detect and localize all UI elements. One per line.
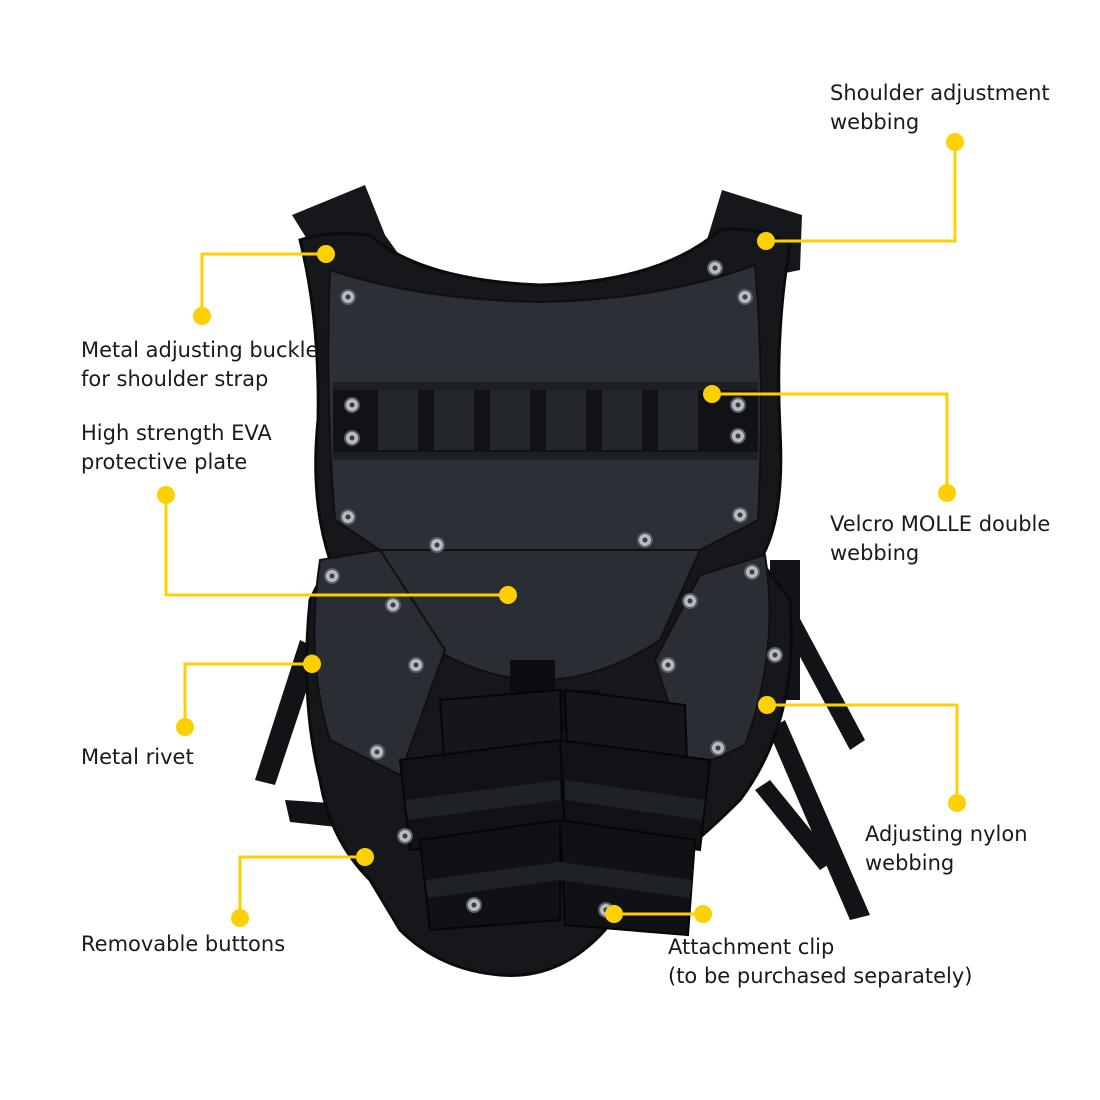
callout-adjusting-nylon-webbing: Adjusting nylon webbing xyxy=(865,820,1028,878)
callout-line: Attachment clip xyxy=(668,935,835,959)
leader-dot xyxy=(157,486,175,504)
rivet-center xyxy=(413,662,419,668)
rivet-center xyxy=(434,542,440,548)
rivet-center xyxy=(749,569,755,575)
callout-line: protective plate xyxy=(81,450,248,474)
callout-line: webbing xyxy=(865,851,955,875)
callout-velcro-molle-webbing: Velcro MOLLE double webbing xyxy=(830,510,1050,568)
rivet-center xyxy=(772,652,778,658)
attachment-clip-pouch xyxy=(398,660,712,937)
leader-dot xyxy=(317,245,335,263)
callout-line: webbing xyxy=(830,541,920,565)
leader-velcro-molle xyxy=(712,392,949,493)
leader-nylon-webbing xyxy=(767,703,959,803)
callout-line: Shoulder adjustment xyxy=(830,81,1050,105)
leader-dot xyxy=(193,307,211,325)
leader-shoulder-webbing xyxy=(766,142,957,243)
leader-dot xyxy=(231,909,249,927)
rivet-center xyxy=(402,833,408,839)
leader-removable-buttons xyxy=(238,855,365,918)
leader-metal-buckle xyxy=(200,252,326,316)
leader-dot xyxy=(946,133,964,151)
callout-eva-protective-plate: High strength EVA protective plate xyxy=(81,419,272,477)
left-side-panel xyxy=(313,548,447,777)
callout-line: Metal adjusting buckle xyxy=(81,338,319,362)
leader-dot xyxy=(938,484,956,502)
rivet-center xyxy=(735,402,741,408)
callout-removable-buttons: Removable buttons xyxy=(81,930,285,959)
rivet-center xyxy=(665,662,671,668)
rivet-center xyxy=(687,598,693,604)
callout-metal-rivet: Metal rivet xyxy=(81,743,194,772)
rivet-center xyxy=(735,433,741,439)
callout-leaders xyxy=(157,133,966,927)
leader-dot xyxy=(605,905,623,923)
leader-dot xyxy=(176,718,194,736)
callout-line: Metal rivet xyxy=(81,745,194,769)
rivet-center xyxy=(737,512,743,518)
rivet-center xyxy=(329,573,335,579)
callout-line: webbing xyxy=(830,110,920,134)
callout-shoulder-adjustment-webbing: Shoulder adjustment webbing xyxy=(830,79,1050,137)
rivet-center xyxy=(712,265,718,271)
callout-attachment-clip: Attachment clip (to be purchased separat… xyxy=(668,933,972,991)
leader-metal-rivet xyxy=(183,662,312,727)
rivet-center xyxy=(349,435,355,441)
leader-dot xyxy=(758,696,776,714)
rivet-center xyxy=(345,294,351,300)
callout-metal-adjusting-buckle: Metal adjusting buckle for shoulder stra… xyxy=(81,336,318,394)
leader-dot xyxy=(303,655,321,673)
callout-line: (to be purchased separately) xyxy=(668,964,973,988)
callout-line: High strength EVA xyxy=(81,421,272,445)
molle-webbing xyxy=(333,382,758,460)
callout-line: Removable buttons xyxy=(81,932,286,956)
rivet-center xyxy=(349,402,355,408)
rivet-center xyxy=(642,537,648,543)
leader-dot xyxy=(694,905,712,923)
rivet-center xyxy=(345,514,351,520)
leader-eva-plate xyxy=(164,495,508,597)
leader-dot xyxy=(499,586,517,604)
leader-dot xyxy=(703,385,721,403)
rivet-center xyxy=(742,294,748,300)
rivet-center xyxy=(471,902,477,908)
rivet-center xyxy=(390,602,396,608)
callout-line: for shoulder strap xyxy=(81,367,269,391)
leader-dot xyxy=(757,232,775,250)
callout-line: Velcro MOLLE double xyxy=(830,512,1051,536)
leader-dot xyxy=(948,794,966,812)
rivet-center xyxy=(374,749,380,755)
leader-dot xyxy=(356,848,374,866)
rivet-center xyxy=(715,745,721,751)
callout-line: Adjusting nylon xyxy=(865,822,1028,846)
